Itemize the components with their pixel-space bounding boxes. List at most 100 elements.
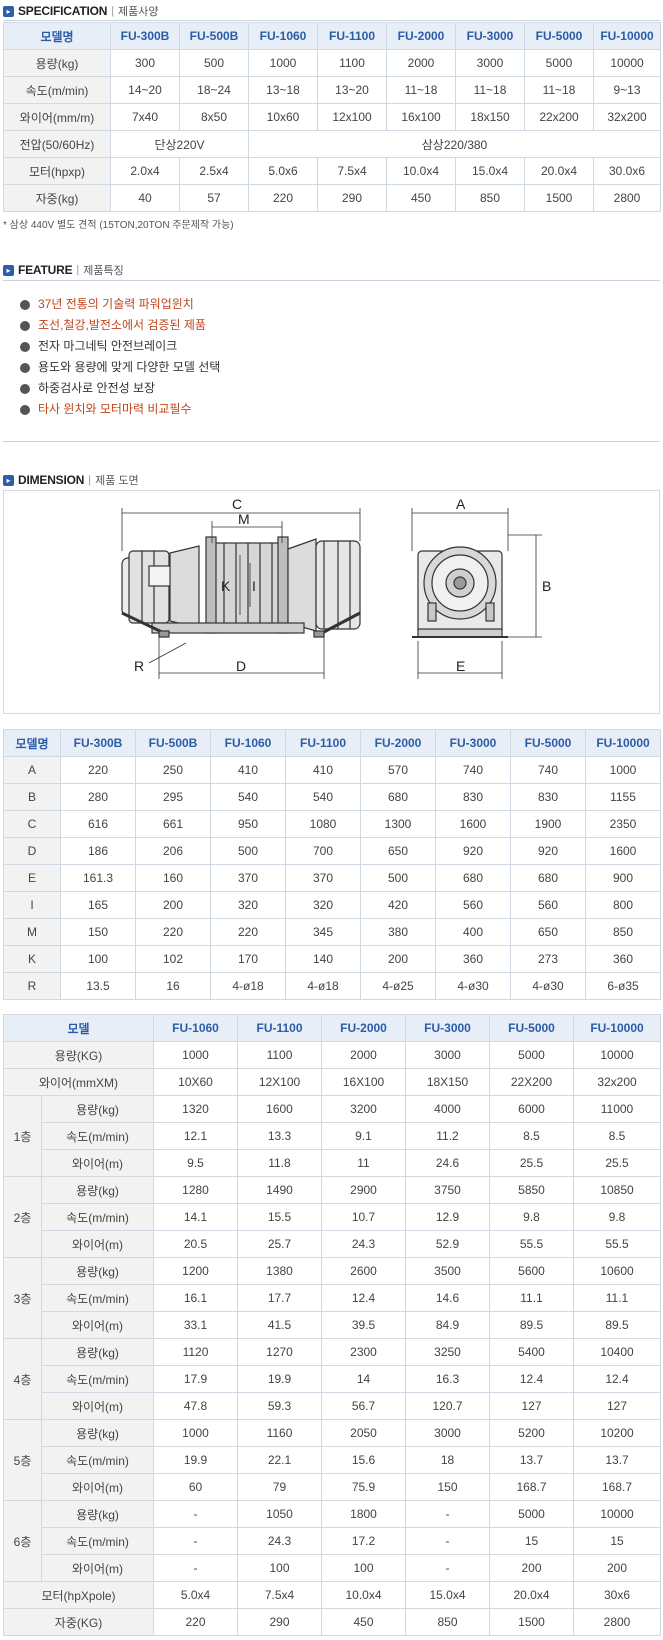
dim-cell: 616 (60, 810, 136, 838)
spec-section-title: SPECIFICATION (18, 4, 108, 18)
dim-cell: 280 (60, 783, 136, 811)
layer-cell: 8.5 (573, 1122, 661, 1150)
layer-model-header: FU-1100 (237, 1014, 322, 1042)
layer-cell: 5400 (489, 1338, 574, 1366)
dim-model-header: FU-2000 (360, 729, 436, 757)
spec-cell: 11~18 (386, 76, 456, 104)
layer-cell: 3250 (405, 1338, 490, 1366)
dim-model-header: FU-10000 (585, 729, 661, 757)
layer-cell: 3200 (321, 1095, 406, 1123)
dim-row-label: I (3, 891, 61, 919)
dim-cell: 540 (210, 783, 286, 811)
bullet-icon (20, 320, 30, 331)
feature-list: 37년 전통의 기술력 파워업윈치 조선,철강,발전소에서 검증된 제품 전자 … (20, 294, 220, 420)
feature-item: 하중검사로 안전성 보장 (20, 378, 220, 399)
spec-cell: 450 (386, 184, 456, 212)
layer-cell: 10.0x4 (321, 1581, 406, 1609)
layer-cell: 1800 (321, 1500, 406, 1528)
dim-cell: 4-ø30 (435, 972, 511, 1000)
dim-label-i: I (252, 578, 256, 594)
layer-cell: 14 (321, 1365, 406, 1393)
layer-row-label: 용량(kg) (41, 1095, 154, 1123)
layer-cell: 8.5 (489, 1122, 574, 1150)
dim-model-header: FU-5000 (510, 729, 586, 757)
layer-row-label: 속도(m/min) (41, 1365, 154, 1393)
dim-cell: 200 (135, 891, 211, 919)
layer-cell: 5600 (489, 1257, 574, 1285)
feature-item: 용도와 용량에 맞게 다양한 모델 선택 (20, 357, 220, 378)
spec-cell: 7x40 (110, 103, 180, 131)
dim-cell: 650 (510, 918, 586, 946)
layer-cell: 9.8 (573, 1203, 661, 1231)
spec-model-header: FU-3000 (455, 22, 525, 50)
layer-name: 6층 (3, 1500, 42, 1582)
layer-cell: 2900 (321, 1176, 406, 1204)
dim-cell: 920 (435, 837, 511, 865)
layer-cell: 290 (237, 1608, 322, 1636)
layer-row-label: 속도(m/min) (41, 1284, 154, 1312)
spec-cell: 16x100 (386, 103, 456, 131)
spec-row-label: 용량(kg) (3, 49, 111, 77)
dim-row-label: R (3, 972, 61, 1000)
dim-cell: 500 (360, 864, 436, 892)
layer-cell: 150 (405, 1473, 490, 1501)
dim-cell: 16 (135, 972, 211, 1000)
layer-cell: 6000 (489, 1095, 574, 1123)
spec-voltage-three: 삼상220/380 (248, 130, 661, 158)
layer-row-label: 와이어(m) (41, 1554, 154, 1582)
layer-cell: 5000 (489, 1041, 574, 1069)
feature-item: 조선,철강,발전소에서 검증된 제품 (20, 315, 220, 336)
feature-section-header: ▸ FEATURE | 제품특징 (3, 261, 124, 279)
bullet-icon (20, 299, 30, 310)
winch-drawing-svg: C M K I R D (121, 496, 551, 679)
layer-cell: 10200 (573, 1419, 661, 1447)
dim-cell: 220 (135, 918, 211, 946)
layer-cell: 14.1 (153, 1203, 238, 1231)
layer-row-label: 용량(kg) (41, 1500, 154, 1528)
spec-cell: 1000 (248, 49, 318, 77)
spec-cell: 1500 (524, 184, 594, 212)
layer-cell: 52.9 (405, 1230, 490, 1258)
layer-name: 1층 (3, 1095, 42, 1177)
layer-row-label: 와이어(m) (41, 1473, 154, 1501)
layer-cell: 1000 (153, 1041, 238, 1069)
layer-row-label: 속도(m/min) (41, 1446, 154, 1474)
dim-cell: 740 (435, 756, 511, 784)
dim-row: I 165 200 320 320 420 560 560 800 (3, 891, 661, 919)
dim-cell: 345 (285, 918, 361, 946)
spec-cell: 5.0x6 (248, 157, 318, 185)
feature-bottom-divider (3, 441, 660, 442)
dim-row-label: A (3, 756, 61, 784)
layer-cell: 10600 (573, 1257, 661, 1285)
dim-row: A 220 250 410 410 570 740 740 1000 (3, 756, 661, 784)
section-separator: | (111, 5, 115, 17)
layer-cell: - (405, 1554, 490, 1582)
layer-cell: 10.7 (321, 1203, 406, 1231)
dim-model-header: FU-1060 (210, 729, 286, 757)
spec-row-label: 와이어(mm/m) (3, 103, 111, 131)
layer-cell: 1380 (237, 1257, 322, 1285)
dim-cell: 100 (60, 945, 136, 973)
layer-cell: 47.8 (153, 1392, 238, 1420)
layer-cell: 1120 (153, 1338, 238, 1366)
feature-section-title: FEATURE (18, 263, 73, 277)
dim-cell: 250 (135, 756, 211, 784)
layer-name: 2층 (3, 1176, 42, 1258)
spec-cell: 300 (110, 49, 180, 77)
layer-cell: 4000 (405, 1095, 490, 1123)
layer-cell: 11.2 (405, 1122, 490, 1150)
dim-cell: 170 (210, 945, 286, 973)
layer-cell: 11.1 (573, 1284, 661, 1312)
layer-cell: 12X100 (237, 1068, 322, 1096)
layer-cell: 3750 (405, 1176, 490, 1204)
layer-cell: 100 (321, 1554, 406, 1582)
spec-row: 속도(m/min) 14~20 18~24 13~18 13~20 11~18 … (3, 76, 661, 104)
layer-cell: 100 (237, 1554, 322, 1582)
spec-cell: 500 (179, 49, 249, 77)
dim-cell: 150 (60, 918, 136, 946)
